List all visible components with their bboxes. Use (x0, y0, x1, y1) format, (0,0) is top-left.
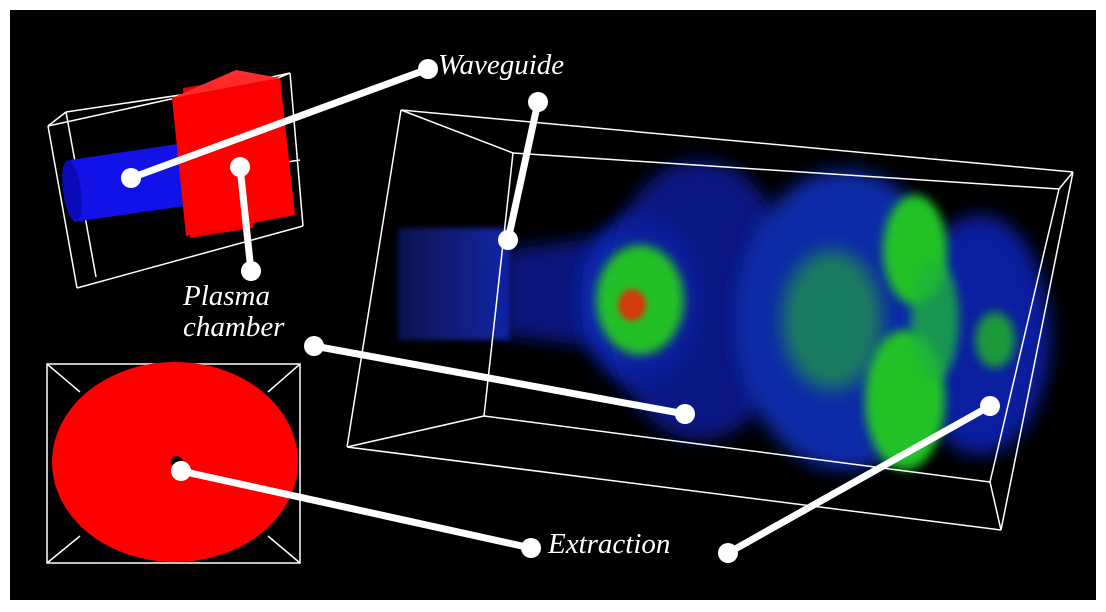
callout-extraction-volume (718, 396, 1000, 563)
end-view (46, 362, 301, 564)
callout-extraction-end (171, 461, 541, 558)
callout-plasma-model (230, 157, 261, 281)
callout-plasma-volume (304, 336, 695, 424)
label-plasma-chamber: Plasma chamber (183, 281, 284, 343)
plasma-volume-render (346, 109, 1074, 531)
volume-glow (398, 160, 1050, 470)
label-plasma-chamber-line2: chamber (183, 311, 285, 343)
plasma-chamber-model (172, 70, 295, 238)
label-waveguide: Waveguide (438, 49, 565, 81)
label-plasma-chamber-line1: Plasma (183, 280, 270, 312)
label-extraction: Extraction (548, 528, 671, 560)
callout-waveguide-model (121, 59, 438, 188)
callout-lines (121, 59, 1000, 563)
callout-waveguide-volume (498, 92, 548, 250)
volume-bounding-box (346, 109, 1074, 531)
model-3d-view (47, 70, 304, 289)
